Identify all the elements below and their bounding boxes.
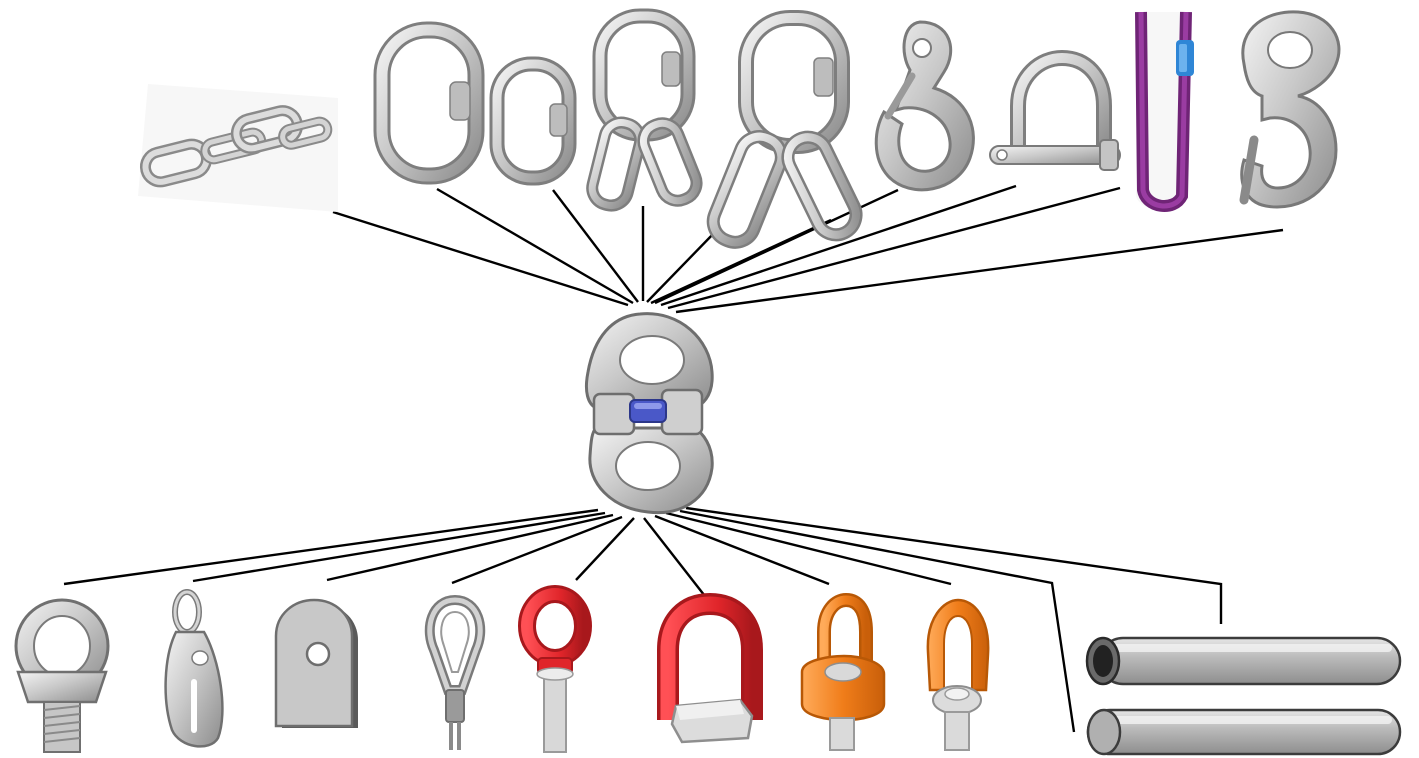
weld-on-ring-icon	[657, 592, 763, 744]
d-shackle-icon	[989, 49, 1121, 171]
oval-link-icon	[373, 21, 485, 185]
round-sling-icon	[1135, 11, 1194, 212]
grab-hook-icon	[1239, 10, 1341, 209]
coupling-link-icon	[584, 312, 714, 515]
chain-icon	[138, 84, 338, 212]
connector-line	[679, 509, 1076, 733]
connector-line	[436, 187, 634, 305]
connector-line	[646, 230, 717, 303]
eye-bolt-icon	[14, 598, 110, 753]
connector-line	[665, 511, 952, 586]
wire-rope-eye-icon	[424, 594, 486, 750]
connector-line	[660, 184, 1017, 307]
connector-line	[654, 514, 830, 586]
swivel-lifting-point-icon	[800, 592, 886, 751]
lug-plate-icon	[274, 598, 358, 728]
connector-line	[451, 515, 623, 585]
top-items	[138, 8, 1341, 249]
connector-line	[332, 210, 629, 307]
pipe-icon	[1085, 636, 1402, 686]
connector-line	[192, 511, 606, 583]
swivel-lifting-ring-icon	[926, 598, 990, 751]
connector-line	[643, 517, 709, 601]
eye-plate-icon	[164, 589, 224, 748]
connector-line	[552, 189, 639, 303]
connector-line	[675, 228, 1284, 314]
connector-line	[326, 513, 614, 582]
master-link-assembly-icon	[706, 10, 863, 249]
connector-lines	[63, 184, 1284, 733]
master-link-assembly-icon	[586, 8, 703, 212]
connector-line	[575, 517, 635, 581]
connector-line	[667, 186, 1121, 310]
eye-bolt-icon	[518, 585, 592, 753]
oval-link-icon	[489, 56, 577, 186]
hook-with-latch-icon	[874, 20, 975, 192]
connector-line	[63, 508, 599, 586]
connector-line	[685, 506, 1223, 624]
pipe-icon	[1086, 708, 1402, 756]
bottom-items	[14, 585, 1402, 756]
